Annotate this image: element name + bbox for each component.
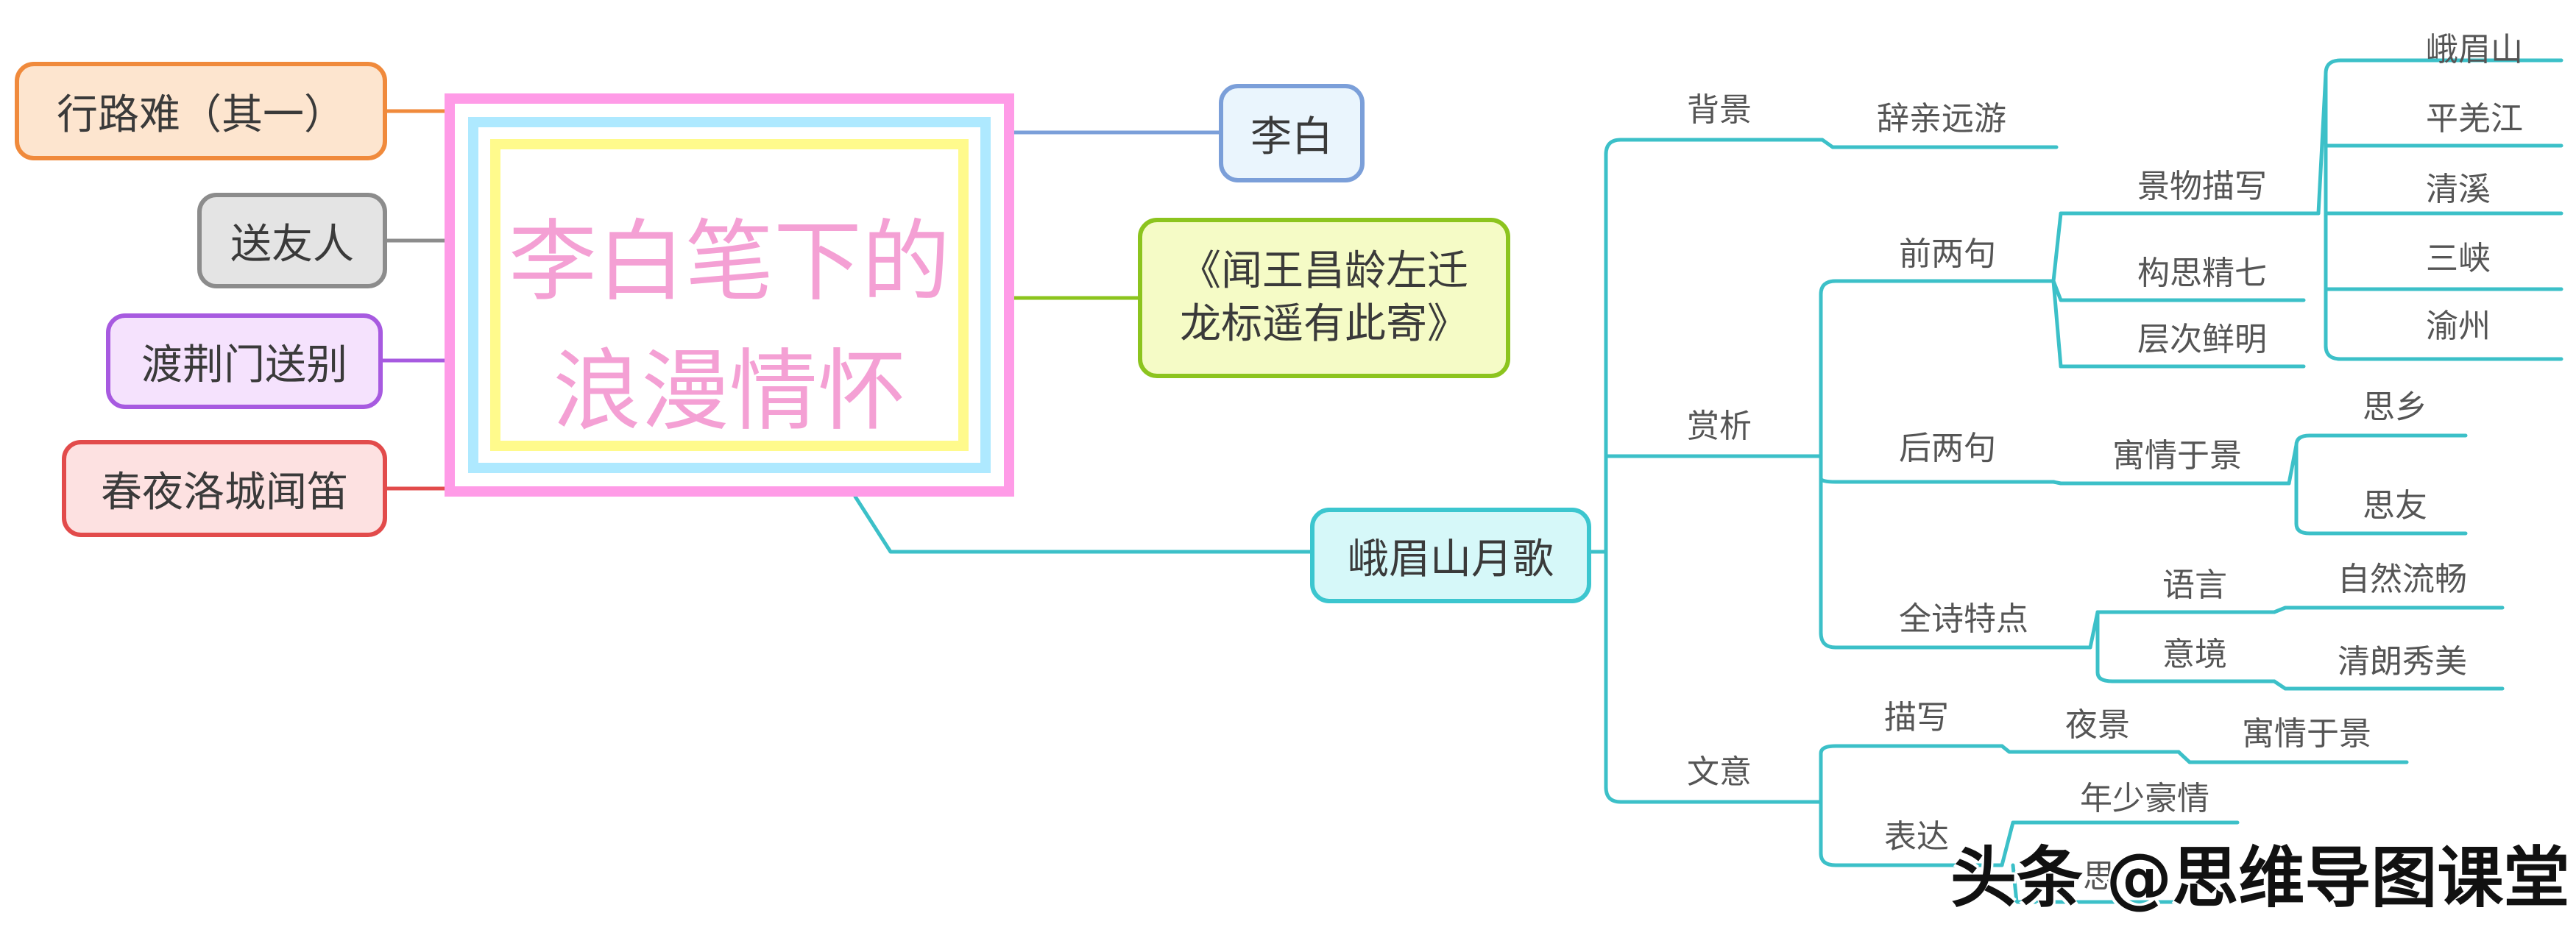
- label-pingqiangjiang[interactable]: 平羌江: [2426, 100, 2523, 138]
- label-quanshitedian[interactable]: 全诗特点: [1899, 600, 2028, 638]
- label-yejing[interactable]: 夜景: [2065, 706, 2130, 744]
- label-emeishan[interactable]: 峨眉山: [2426, 31, 2523, 68]
- label-cengcixianming[interactable]: 层次鲜明: [2137, 321, 2267, 358]
- label-miaoxie[interactable]: 描写: [1884, 699, 1949, 736]
- label-beijing[interactable]: 背景: [1687, 91, 1752, 129]
- poem-node-wenwang-line2: 龙标遥有此寄》: [1180, 300, 1468, 348]
- poem-node-xinglunan[interactable]: 行路难（其一）: [15, 62, 387, 160]
- label-sixiang[interactable]: 思乡: [2363, 388, 2427, 426]
- label-yuqingyujing[interactable]: 寓情于景: [2112, 437, 2242, 475]
- label-gousijingqi[interactable]: 构思精七: [2137, 255, 2267, 292]
- label-ziranliuchang[interactable]: 自然流畅: [2338, 561, 2467, 598]
- label-yuzhou[interactable]: 渝州: [2426, 308, 2491, 345]
- label-wenyi[interactable]: 文意: [1687, 753, 1752, 791]
- label-siyou[interactable]: 思友: [2363, 487, 2427, 525]
- poem-node-chunye[interactable]: 春夜洛城闻笛: [62, 440, 387, 537]
- central-ring-yellow: [490, 139, 969, 451]
- label-ciqinyuanyou[interactable]: 辞亲远游: [1877, 100, 2006, 138]
- connector-emeishan: [853, 494, 1312, 554]
- label-sanxia[interactable]: 三峡: [2426, 240, 2491, 277]
- central-title-line2: 浪漫情怀: [553, 341, 906, 443]
- label-nianshaohaoqing[interactable]: 年少豪情: [2080, 780, 2209, 817]
- label-qianliangju[interactable]: 前两句: [1899, 235, 1996, 273]
- central-title-line1: 李白笔下的: [509, 211, 950, 313]
- poem-node-songyouren-label: 送友人: [230, 220, 354, 269]
- poem-node-emeishanyuege[interactable]: 峨眉山月歌: [1310, 508, 1591, 603]
- poem-node-wenwang-line1: 《闻王昌龄左迁: [1180, 247, 1468, 295]
- label-jingwumiaoxie[interactable]: 景物描写: [2137, 168, 2267, 205]
- poem-node-wenwang[interactable]: 《闻王昌龄左迁 龙标遥有此寄》: [1138, 218, 1510, 378]
- poem-node-xinglunan-label: 行路难（其一）: [57, 90, 345, 139]
- label-houliangju[interactable]: 后两句: [1899, 430, 1996, 467]
- label-biaoda[interactable]: 表达: [1884, 818, 1949, 856]
- central-topic[interactable]: 李白笔下的 浪漫情怀: [445, 93, 1014, 497]
- author-node-label: 李白: [1250, 113, 1333, 161]
- poem-node-emeishanyuege-label: 峨眉山月歌: [1348, 535, 1554, 583]
- poem-node-dujingmen-label: 渡荆门送别: [141, 341, 347, 389]
- poem-node-chunye-label: 春夜洛城闻笛: [101, 468, 348, 516]
- label-qingxi[interactable]: 清溪: [2426, 171, 2491, 208]
- author-node-libai[interactable]: 李白: [1219, 84, 1365, 182]
- label-qinglangxiumei[interactable]: 清朗秀美: [2338, 643, 2467, 681]
- poem-node-songyouren[interactable]: 送友人: [197, 193, 387, 288]
- branch-tree: [1589, 58, 2563, 904]
- watermark: 头条 @思维导图课堂: [1950, 839, 2570, 917]
- poem-node-dujingmen[interactable]: 渡荆门送别: [106, 313, 383, 409]
- label-yuqingyujing-2[interactable]: 寓情于景: [2242, 715, 2371, 753]
- central-ring-cyan: [468, 117, 991, 473]
- central-title: 李白笔下的 浪漫情怀: [455, 198, 1004, 457]
- label-yijing[interactable]: 意境: [2162, 636, 2227, 673]
- label-shangxi[interactable]: 赏析: [1687, 408, 1752, 445]
- label-yuyan[interactable]: 语言: [2162, 566, 2227, 604]
- label-si[interactable]: 思: [2083, 858, 2115, 895]
